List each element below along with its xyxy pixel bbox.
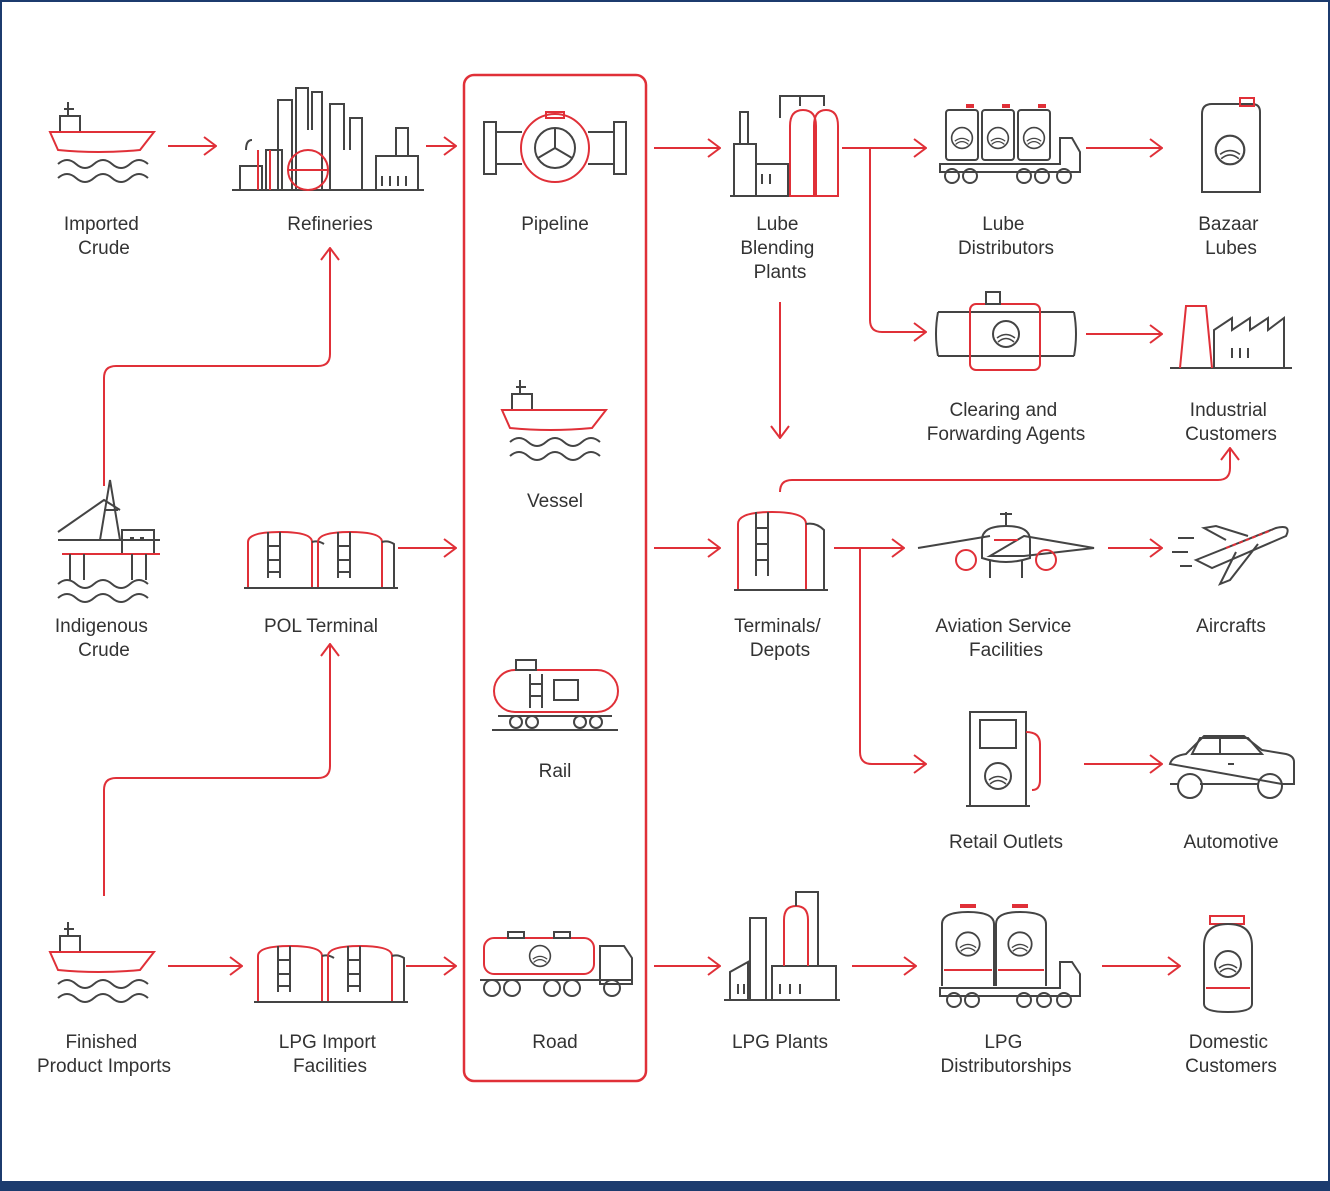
car-icon [1168, 735, 1295, 799]
label-refineries: Refineries [287, 214, 373, 235]
connectors [103, 146, 1230, 966]
label-indigenous-crude: Indigenous Crude [55, 616, 153, 661]
transport-modes-box [462, 73, 648, 1083]
label-aircrafts: Aircrafts [1196, 616, 1266, 637]
label-road: Road [532, 1032, 577, 1053]
label-automotive: Automotive [1183, 832, 1278, 853]
storage-tanks-icon [243, 531, 399, 589]
label-rail: Rail [539, 761, 572, 782]
arrow-indigenous-to-refineries [103, 248, 330, 486]
arrow-to-cfa [869, 148, 926, 332]
label-clearing-forwarding: Clearing and Forwarding Agents [927, 400, 1085, 445]
rail-tanker-icon [492, 659, 619, 731]
storage-tanks-icon [253, 945, 409, 1003]
label-finished-product-imports: Finished Product Imports [37, 1032, 171, 1077]
ship-icon [49, 921, 155, 1003]
label-industrial-customers: Industrial Customers [1185, 400, 1277, 445]
label-lpg-import-facilities: LPG Import Facilities [279, 1032, 381, 1077]
arrow-terminals-to-industrial [779, 448, 1230, 493]
label-aviation-service: Aviation Service Facilities [935, 616, 1076, 661]
cylinder-truck-icon [939, 904, 1081, 1008]
lube-truck-icon [939, 104, 1081, 184]
refinery-icon [232, 87, 424, 191]
vessel-icon [501, 379, 607, 461]
arrow-finished-to-pol [103, 644, 330, 896]
label-domestic-customers: Domestic Customers [1185, 1032, 1277, 1077]
gas-cylinder-icon [1203, 915, 1253, 1014]
label-retail-outlets: Retail Outlets [949, 832, 1063, 853]
oil-rig-icon [57, 479, 160, 603]
barrels-icon [935, 291, 1077, 371]
flying-plane-icon [1172, 524, 1289, 586]
label-lpg-plants: LPG Plants [732, 1032, 828, 1053]
lpg-plant-icon [724, 891, 840, 1001]
blending-plant-icon [730, 95, 839, 197]
pipeline-valve-icon [483, 111, 627, 183]
label-bazaar-lubes: Bazaar Lubes [1198, 214, 1263, 259]
label-pipeline: Pipeline [521, 214, 589, 235]
labels: Imported Crude Refineries Pipeline Lube … [37, 214, 1279, 1077]
depot-tank-icon [734, 510, 828, 591]
airplane-icon [917, 512, 1095, 578]
label-lube-blending-plants: Lube Blending Plants [740, 214, 819, 283]
label-terminals-depots: Terminals/ Depots [734, 616, 826, 661]
label-vessel: Vessel [527, 491, 583, 512]
bottom-bar [0, 1181, 1330, 1191]
lube-can-icon [1201, 97, 1261, 193]
label-lpg-distributorships: LPG Distributorships [941, 1032, 1072, 1077]
label-imported-crude: Imported Crude [64, 214, 144, 259]
ship-icon [49, 101, 155, 183]
factory-icon [1170, 305, 1292, 369]
label-pol-terminal: POL Terminal [264, 616, 378, 637]
road-tanker-icon [480, 931, 633, 997]
arrow-to-retail [859, 548, 926, 764]
label-lube-distributors: Lube Distributors [958, 214, 1054, 259]
fuel-pump-icon [966, 711, 1041, 807]
